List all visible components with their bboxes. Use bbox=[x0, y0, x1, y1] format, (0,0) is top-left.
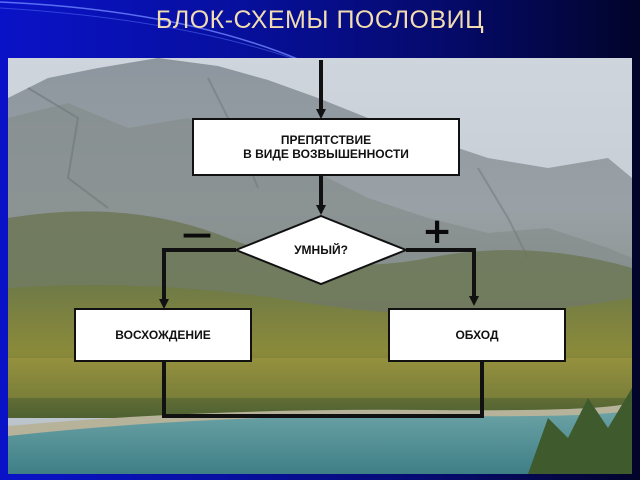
no-sign: — bbox=[182, 217, 212, 252]
decision-label: УМНЫЙ? bbox=[294, 243, 348, 257]
obstacle-box: ПРЕПЯТСТВИЕ В ВИДЕ ВОЗВЫШЕННОСТИ bbox=[192, 118, 460, 176]
decision-diamond bbox=[233, 214, 409, 286]
bypass-box: ОБХОД bbox=[388, 308, 566, 362]
obstacle-label-line1: ПРЕПЯТСТВИЕ bbox=[280, 133, 372, 147]
ascent-label: ВОСХОЖДЕНИЕ bbox=[115, 328, 211, 342]
bypass-label: ОБХОД bbox=[455, 328, 499, 342]
merge-connector bbox=[162, 360, 484, 418]
obstacle-label-line2: В ВИДЕ ВОЗВЫШЕННОСТИ bbox=[243, 147, 409, 161]
no-branch-connector bbox=[159, 248, 236, 309]
flowchart-connectors bbox=[159, 60, 484, 418]
slide-title: БЛОК-СХЕМЫ ПОСЛОВИЦ bbox=[155, 6, 485, 34]
yes-sign: + bbox=[422, 211, 453, 252]
ascent-box: ВОСХОЖДЕНИЕ bbox=[74, 308, 252, 362]
mountain-landscape-image: ПРЕПЯТСТВИЕ В ВИДЕ ВОЗВЫШЕННОСТИ УМНЫЙ? … bbox=[8, 58, 632, 474]
yes-branch-connector bbox=[406, 248, 479, 306]
